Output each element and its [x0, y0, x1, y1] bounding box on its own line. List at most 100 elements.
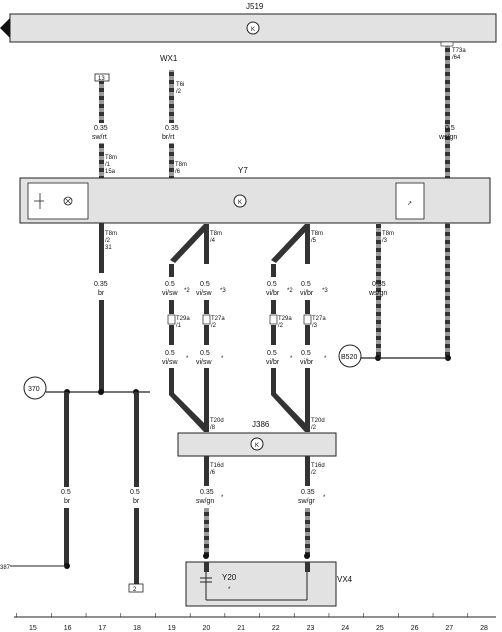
- control-unit-icon: [233, 194, 247, 208]
- vx4-label: VX4: [337, 575, 353, 584]
- svg-text:T8m: T8m: [175, 162, 187, 168]
- svg-text:0.5: 0.5: [130, 489, 140, 496]
- column-number: 26: [411, 625, 419, 632]
- svg-text:/2: /2: [211, 323, 217, 329]
- svg-text:0.35: 0.35: [94, 281, 108, 288]
- wire-col17-top: 13 0.35 sw/rt T8m /1 15a: [92, 73, 117, 178]
- svg-text:/8: /8: [210, 425, 216, 431]
- svg-text:0.35: 0.35: [200, 489, 214, 496]
- svg-text:T8m: T8m: [382, 231, 394, 237]
- svg-text:*3: *3: [322, 288, 328, 294]
- svg-text:T29a: T29a: [278, 316, 292, 322]
- svg-text:0.35: 0.35: [372, 281, 386, 288]
- svg-text:T8m: T8m: [105, 155, 117, 161]
- svg-text:br: br: [64, 498, 71, 505]
- ref-circle-370: [23, 376, 47, 400]
- svg-text:T16d: T16d: [311, 463, 325, 469]
- svg-text:br/rt: br/rt: [162, 134, 175, 141]
- svg-text:T16d: T16d: [210, 463, 224, 469]
- column-number: 17: [98, 625, 106, 632]
- svg-text:13: 13: [98, 76, 105, 82]
- svg-text:0.5: 0.5: [267, 281, 277, 288]
- wire-col23-pair: T8m /5 0.5 vi/br *2 0.5 vi/br *3 T29a /2…: [266, 224, 328, 432]
- svg-text:0.5: 0.5: [445, 125, 455, 132]
- svg-text:0.5: 0.5: [267, 350, 277, 357]
- svg-text:0.5: 0.5: [165, 281, 175, 288]
- svg-text:vi/br: vi/br: [300, 359, 314, 366]
- svg-text:K: K: [251, 27, 255, 33]
- svg-text:vi/br: vi/br: [266, 290, 280, 297]
- svg-text:0.5: 0.5: [165, 350, 175, 357]
- svg-text:vi/sw: vi/sw: [162, 359, 179, 366]
- svg-text:K: K: [255, 443, 259, 449]
- svg-text:/5: /5: [311, 238, 317, 244]
- svg-text:0.5: 0.5: [301, 350, 311, 357]
- svg-text:0.5: 0.5: [200, 281, 210, 288]
- svg-text:br: br: [98, 290, 105, 297]
- svg-text:*: *: [324, 356, 327, 362]
- ref-circle-b520: [338, 344, 362, 368]
- svg-text:15a: 15a: [105, 169, 116, 175]
- y7-module: K ↗ Y7: [19, 166, 491, 224]
- svg-text:/2: /2: [176, 89, 182, 95]
- column-number: 27: [445, 625, 453, 632]
- svg-text:*: *: [221, 495, 224, 501]
- left-arrow-icon: [0, 18, 10, 38]
- svg-text:/2: /2: [311, 470, 317, 476]
- svg-text:/1: /1: [176, 323, 182, 329]
- svg-text:vi/br: vi/br: [266, 359, 280, 366]
- svg-text:T29a: T29a: [176, 316, 190, 322]
- svg-text:T8m: T8m: [105, 231, 117, 237]
- svg-text:vi/sw: vi/sw: [196, 359, 213, 366]
- column-number: 16: [64, 625, 72, 632]
- svg-text:T27a: T27a: [211, 316, 225, 322]
- column-number: 20: [203, 625, 211, 632]
- svg-text:0.35: 0.35: [301, 489, 315, 496]
- wire-col20-top: WX1 T6i /2 0.35 br/rt T8m /6: [160, 54, 187, 178]
- wire-col17-bottom: T8m /2 31 0.35 br: [94, 223, 117, 393]
- svg-text:vi/sw: vi/sw: [162, 290, 179, 297]
- svg-text:/3: /3: [382, 238, 388, 244]
- svg-text:/4: /4: [210, 238, 216, 244]
- svg-text:/3: /3: [312, 323, 318, 329]
- photodiode-icon: ↗: [407, 201, 412, 207]
- svg-text:sw/gr: sw/gr: [298, 498, 315, 505]
- svg-text:ws/gn: ws/gn: [438, 134, 457, 141]
- column-number: 19: [168, 625, 176, 632]
- control-unit-icon: [250, 437, 264, 451]
- svg-text:br: br: [133, 498, 140, 505]
- svg-text:/2: /2: [105, 238, 111, 244]
- svg-text:T8m: T8m: [210, 231, 222, 237]
- svg-text:sw/rt: sw/rt: [92, 134, 107, 141]
- svg-text:0.35: 0.35: [165, 125, 179, 132]
- svg-text:370: 370: [28, 386, 40, 393]
- j519-label: J519: [246, 2, 264, 11]
- column-number: 25: [376, 625, 384, 632]
- j386-module: K J386: [177, 420, 337, 457]
- vx4-module: Y20 * VX4: [185, 561, 353, 607]
- svg-text:/2: /2: [311, 425, 317, 431]
- photodiode-box: [395, 182, 425, 220]
- wire-col20-pair: T8m /4 0.5 vi/sw *2 0.5 vi/sw *3 T29a /1…: [162, 224, 226, 432]
- svg-text:387: 387: [0, 565, 11, 571]
- svg-text:T8m: T8m: [311, 231, 323, 237]
- j386-label: J386: [252, 420, 270, 429]
- control-unit-icon: [246, 21, 260, 35]
- svg-text:T6i: T6i: [176, 82, 184, 88]
- svg-text:0.5: 0.5: [301, 281, 311, 288]
- svg-text:B520: B520: [341, 354, 357, 361]
- j519-module: K J519: [0, 2, 497, 43]
- column-number: 15: [29, 625, 37, 632]
- column-number: 18: [133, 625, 141, 632]
- svg-text:T20d: T20d: [210, 418, 224, 424]
- svg-text:/6: /6: [175, 169, 181, 175]
- svg-text:*2: *2: [287, 288, 293, 294]
- svg-text:*: *: [186, 356, 189, 362]
- svg-text:/6: /6: [210, 470, 216, 476]
- svg-text:*2: *2: [184, 288, 190, 294]
- motor-switch-box: [27, 182, 89, 220]
- svg-text:*: *: [228, 587, 231, 593]
- column-number: 22: [272, 625, 280, 632]
- column-number: 21: [237, 625, 245, 632]
